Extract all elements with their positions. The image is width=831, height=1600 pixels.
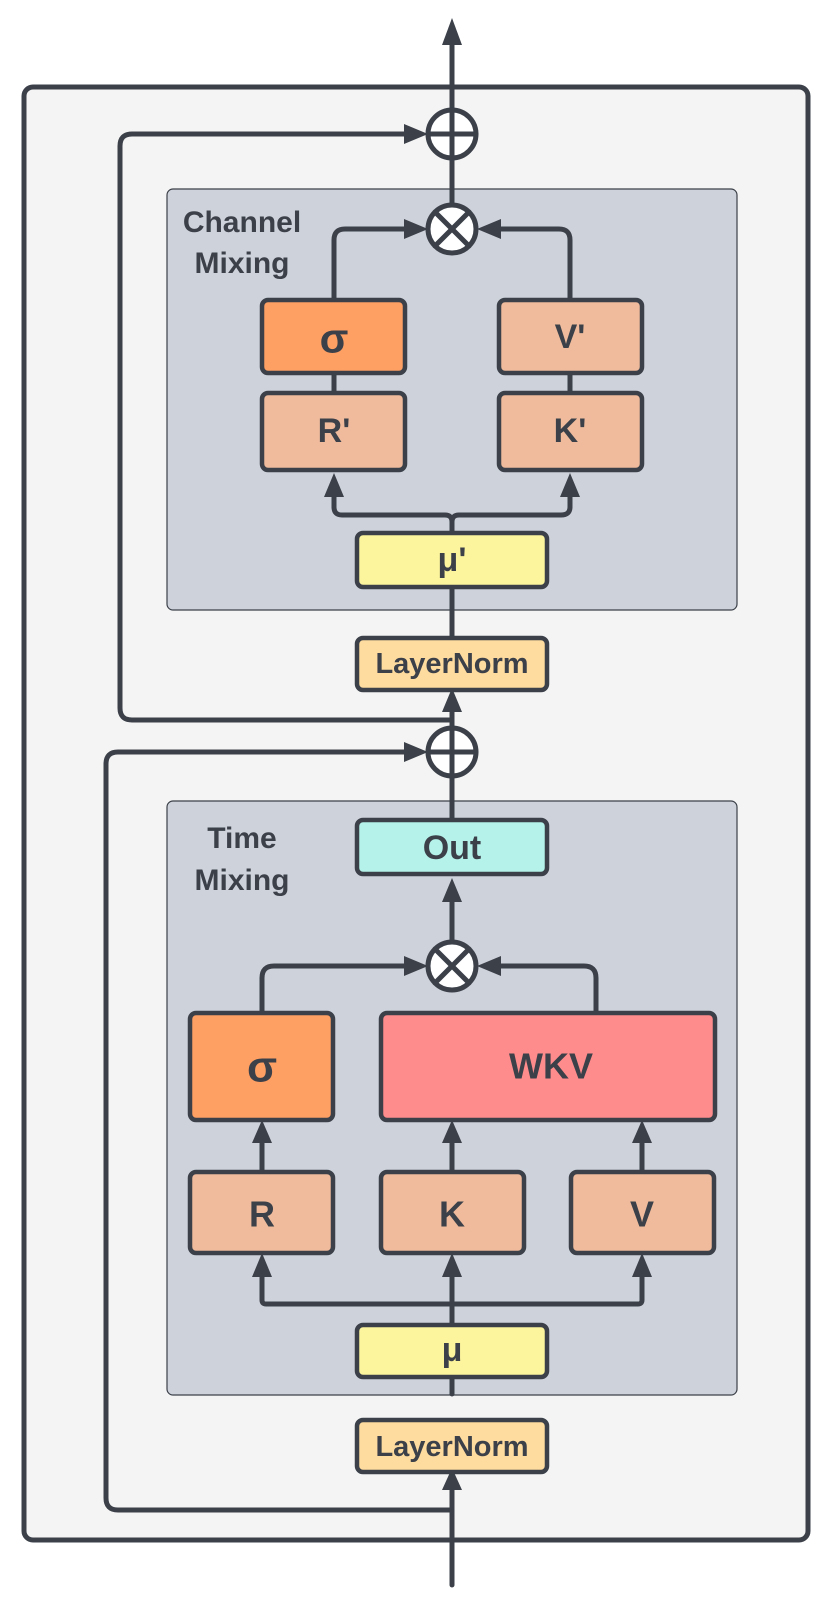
add-operator-bottom (425, 725, 479, 779)
mu-prime-box: μ' (354, 530, 550, 590)
out-label: Out (423, 829, 482, 867)
time-mixing-label-line1: Time (207, 822, 276, 855)
connection-lines (103, 42, 645, 1588)
r-box: R (187, 1169, 336, 1256)
layernorm-top-label: LayerNorm (375, 648, 528, 680)
out-box: Out (354, 817, 550, 877)
mu-prime-label: μ' (438, 541, 467, 579)
arrowheads (252, 18, 652, 1490)
layernorm-bottom-box: LayerNorm (354, 1417, 550, 1475)
mu-box: μ (354, 1322, 550, 1380)
multiply-operator-channel (425, 202, 479, 256)
channel-sigma-box: σ (259, 297, 408, 376)
channel-mixing-label-line2: Mixing (195, 247, 290, 280)
add-operator-top (425, 107, 479, 161)
k-prime-label: K' (554, 412, 587, 450)
channel-mixing-label-line1: Channel (183, 206, 301, 239)
channel-sigma-label: σ (320, 315, 349, 362)
wkv-box: WKV (378, 1010, 718, 1123)
v-label: V (630, 1194, 654, 1235)
multiply-operator-time (425, 939, 479, 993)
k-label: K (439, 1194, 465, 1235)
time-mixing-label-line2: Mixing (195, 864, 290, 897)
r-label: R (249, 1194, 275, 1235)
k-box: K (378, 1169, 527, 1256)
v-box: V (568, 1169, 717, 1256)
time-sigma-label: σ (247, 1043, 277, 1092)
r-prime-box: R' (259, 390, 408, 473)
mu-label: μ (442, 1331, 463, 1369)
time-sigma-box: σ (187, 1010, 336, 1123)
v-prime-box: V' (496, 297, 645, 376)
r-prime-label: R' (318, 412, 351, 450)
wkv-label: WKV (509, 1046, 593, 1087)
layernorm-top-box: LayerNorm (354, 635, 550, 693)
v-prime-label: V' (555, 318, 586, 356)
layernorm-bottom-label: LayerNorm (375, 1431, 528, 1463)
k-prime-box: K' (496, 390, 645, 473)
